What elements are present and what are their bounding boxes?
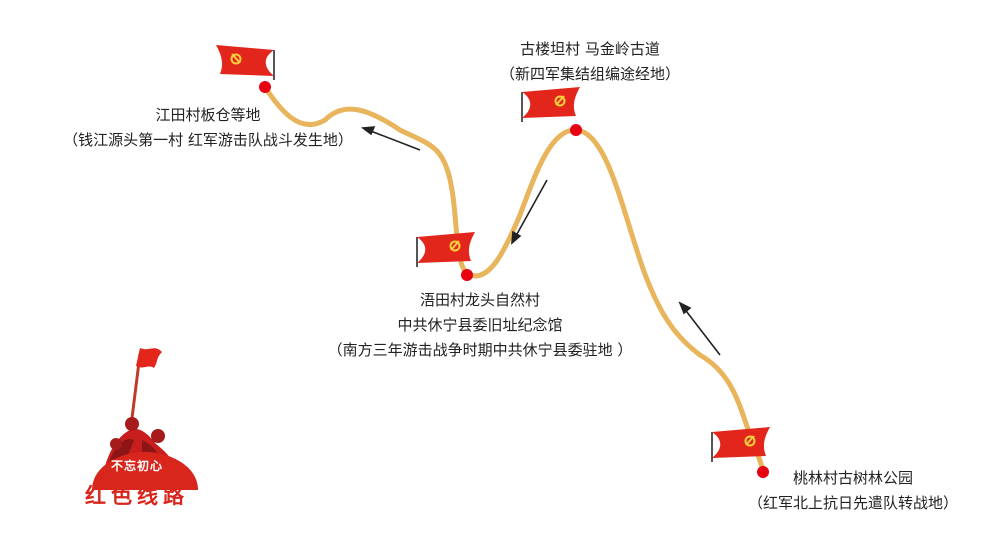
soldier-emblem-icon — [92, 348, 198, 490]
stop-name: 古楼坦村 马金岭古道 — [520, 40, 660, 58]
route-line — [262, 84, 766, 475]
route-title: 红色线路 — [85, 484, 189, 508]
stop-note: （钱江源头第一村 红军游击队战斗发生地） — [63, 131, 353, 149]
stop-label-wutian: 浯田村龙头自然村 中共休宁县委旧址纪念馆 （南方三年游击战争时期中共休宁县委驻地… — [305, 288, 655, 363]
stop-note: （南方三年游击战争时期中共休宁县委驻地 ） — [327, 341, 633, 359]
stop-label-jiangtian: 江田村板仓等地 （钱江源头第一村 红军游击队战斗发生地） — [48, 103, 368, 153]
party-flag-icon — [711, 426, 771, 463]
party-flag-icon — [416, 231, 476, 268]
stop-subname: 中共休宁县委旧址纪念馆 — [397, 316, 563, 334]
location-dot-icon — [570, 124, 582, 136]
stop-label-taolin: 桃林村古树林公园 （红军北上抗日先遣队转战地） — [728, 466, 978, 516]
stop-note: （新四军集结组编途经地） — [499, 65, 680, 83]
party-flag-icon — [521, 86, 581, 123]
direction-arrow-icon — [511, 179, 548, 245]
location-dot-icon — [461, 269, 473, 281]
stop-label-gulou: 古楼坦村 马金岭古道 （新四军集结组编途经地） — [460, 37, 720, 87]
direction-arrow-icon — [678, 301, 721, 356]
location-dot-icon — [757, 466, 769, 478]
stop-note: （红军北上抗日先遣队转战地） — [747, 494, 958, 512]
stop-name: 江田村板仓等地 — [155, 106, 261, 124]
stop-name: 桃林村古树林公园 — [792, 469, 913, 487]
direction-arrow-icon — [360, 126, 421, 151]
stop-name: 浯田村龙头自然村 — [419, 291, 540, 309]
emblem-motto: 不忘初心 — [110, 459, 163, 473]
location-dot-icon — [259, 81, 271, 93]
party-flag-icon — [215, 44, 275, 81]
